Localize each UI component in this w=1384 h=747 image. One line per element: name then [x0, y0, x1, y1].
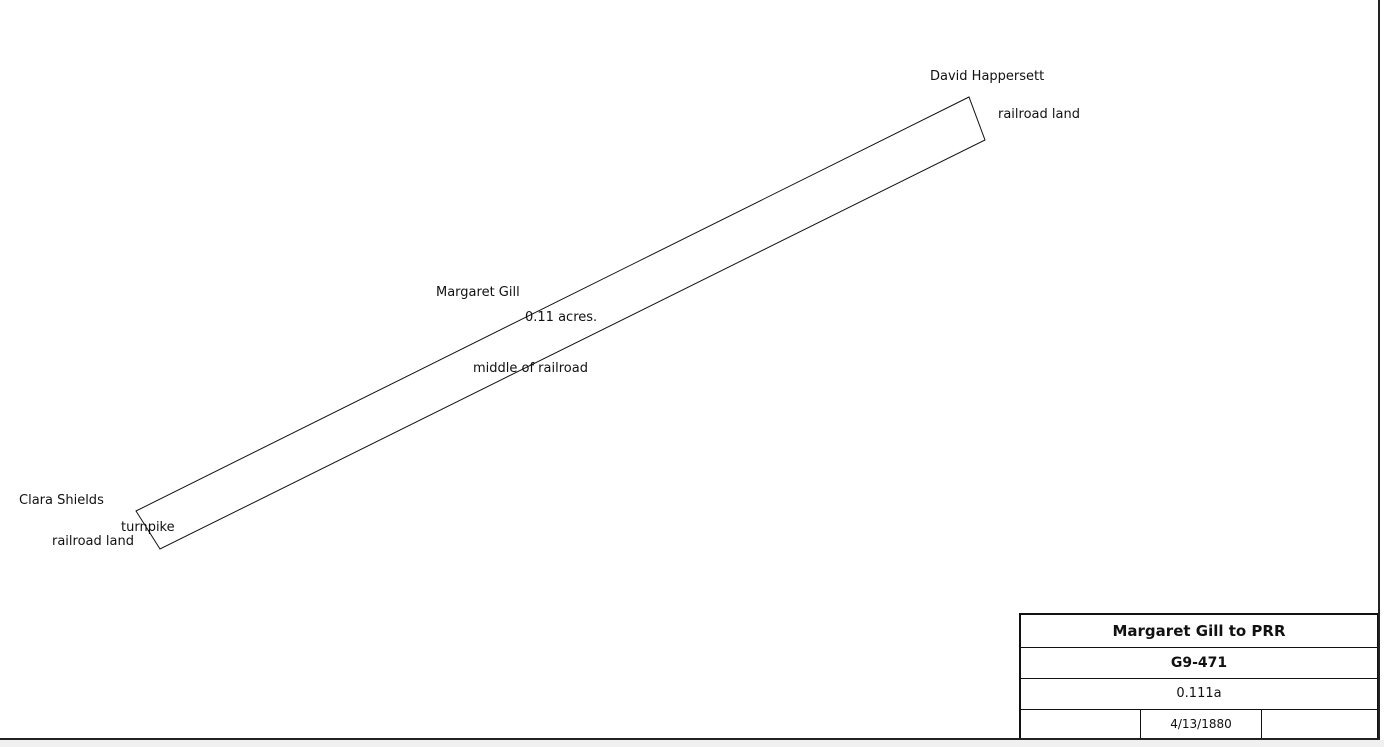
title-block-date: 4/13/1880 — [1141, 710, 1262, 738]
acreage-label: 0.11 acres. — [525, 310, 598, 325]
frame-bottom-border — [0, 738, 1380, 740]
title-block-right-cell — [1262, 710, 1377, 738]
parcel-boundary[interactable] — [135, 96, 986, 550]
title-block-left-cell — [1021, 710, 1141, 738]
neighbor-east-label: railroad land — [998, 107, 1080, 122]
neighbor-southwest-label: railroad land — [52, 534, 134, 549]
title-block-area: 0.111a — [1021, 679, 1377, 710]
title-block-date-row: 4/13/1880 — [1021, 710, 1377, 738]
title-block: Margaret Gill to PRR G9-471 0.111a 4/13/… — [1019, 613, 1379, 740]
footer-strip — [0, 740, 1384, 747]
frame-right-border — [1378, 0, 1380, 741]
center-line-label: middle of railroad — [473, 361, 588, 376]
neighbor-north-label: David Happersett — [930, 69, 1045, 84]
title-block-deed-id: G9-471 — [1021, 648, 1377, 679]
road-label: turnpike — [121, 520, 175, 535]
grantor-label: Margaret Gill — [436, 285, 520, 300]
neighbor-west-label: Clara Shields — [19, 493, 104, 508]
title-block-title: Margaret Gill to PRR — [1021, 615, 1377, 648]
